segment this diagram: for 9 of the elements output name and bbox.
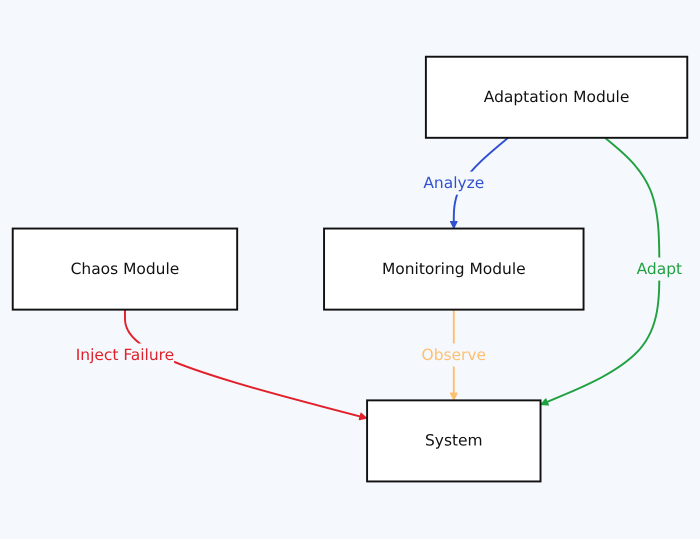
node-box: Chaos Module xyxy=(12,228,238,311)
edge-label: Inject Failure xyxy=(76,346,174,364)
node-box: Adaptation Module xyxy=(424,56,688,140)
node-box: System xyxy=(366,400,542,483)
arrow xyxy=(540,137,660,406)
edge-label: Observe xyxy=(422,346,486,364)
edge-label: Adapt xyxy=(636,260,682,278)
edge-label: Analyze xyxy=(423,174,484,192)
node-box: Monitoring Module xyxy=(323,228,585,311)
